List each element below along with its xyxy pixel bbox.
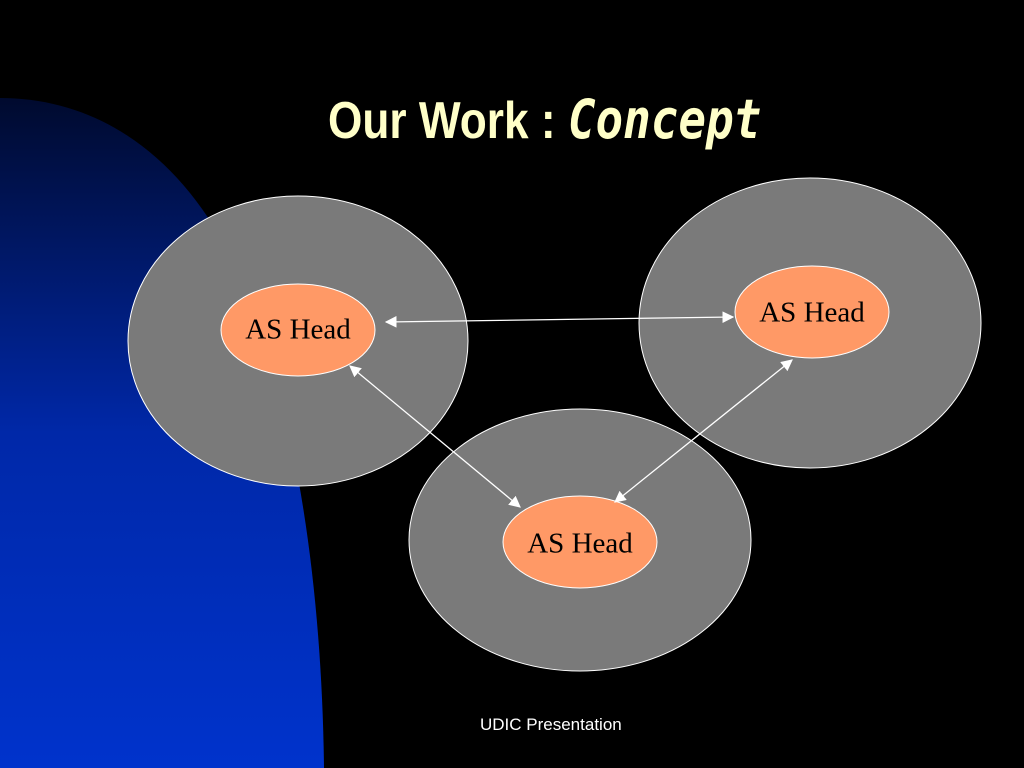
title-emphasis: Concept — [567, 88, 762, 151]
node-label-right: AS Head — [759, 296, 865, 329]
node-label-left: AS Head — [245, 313, 351, 346]
arrow-right-bottom — [614, 359, 793, 503]
title-main: Our Work : — [328, 92, 568, 150]
inner-node-right — [734, 265, 890, 359]
slide-title: Our Work : Concept — [328, 88, 761, 151]
blue-accent-shape — [0, 98, 324, 768]
inner-node-bottom — [502, 495, 658, 589]
arrow-left-right — [384, 311, 735, 328]
inner-node-left — [220, 283, 376, 377]
arrow-left-bottom — [349, 365, 521, 508]
footer-text: UDIC Presentation — [480, 715, 622, 734]
node-label-bottom: AS Head — [527, 527, 633, 560]
